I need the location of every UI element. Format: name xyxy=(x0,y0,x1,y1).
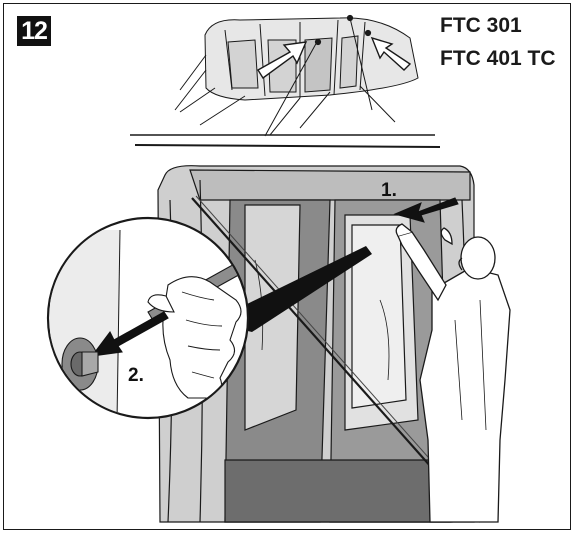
person-figure xyxy=(395,223,511,523)
page-frame xyxy=(3,3,571,530)
arrow-icon xyxy=(370,36,412,71)
step-number-badge: 12 xyxy=(17,16,51,46)
step-label-1: 1. xyxy=(381,180,397,201)
detail-loupe xyxy=(46,216,250,420)
arrow-icon xyxy=(257,41,308,80)
model-label-ftc-401-tc: FTC 401 TC xyxy=(440,47,556,70)
callout-wedge xyxy=(210,246,372,332)
arrow-icon xyxy=(393,197,459,223)
model-label-ftc-301: FTC 301 xyxy=(440,14,522,37)
tent-overview xyxy=(174,14,419,137)
step-label-2: 2. xyxy=(128,365,144,386)
